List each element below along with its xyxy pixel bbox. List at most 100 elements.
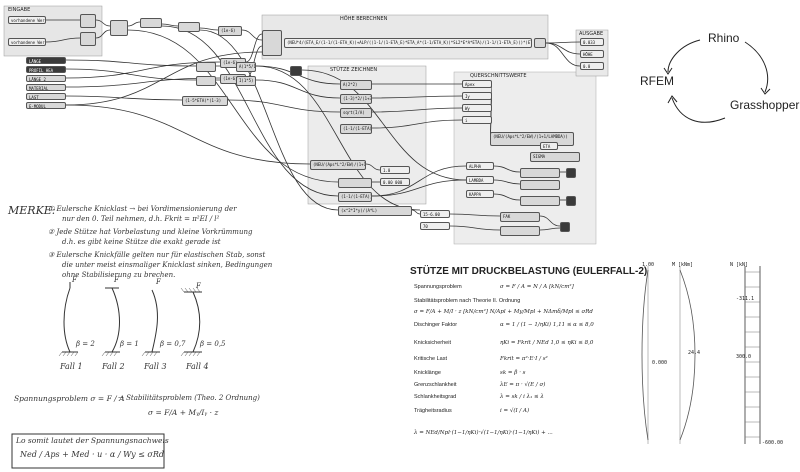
height-output-port[interactable] (534, 38, 546, 48)
doc-row-label: Knicklänge (414, 370, 441, 376)
merge-node-2[interactable] (80, 32, 96, 46)
doc-row-formula: sk = β · s (500, 370, 526, 376)
note-line3c: ohne Stabilisierung zu brechen. (62, 271, 176, 279)
slider-emodul[interactable]: E-MODUL (26, 102, 66, 109)
sec-apex[interactable]: Apex (462, 80, 492, 88)
sec-toggle-1[interactable] (566, 168, 576, 178)
col-node-b[interactable]: A(1*5/1) (236, 62, 256, 72)
col-node-e[interactable]: (1-5*ETA)*(1-3) (182, 96, 228, 106)
toggle-node[interactable] (290, 66, 302, 76)
merge-node-1[interactable] (80, 14, 96, 28)
output-height[interactable]: HÖHE (580, 50, 604, 58)
doc-row-label: Knicksicherheit (414, 340, 451, 346)
col-expr-5[interactable]: (NEU/(Aps*L^2/EW)/(1+1/LAMBDA)) (310, 160, 366, 170)
param-node-1[interactable] (140, 18, 162, 28)
wire (301, 69, 467, 181)
group-section-label: QUERSCHNITTSWERTE (470, 73, 527, 79)
height-formula[interactable]: (NEU*4/(ETA_E/(1-1/(1-ETA_K))+ALP/((1-1/… (284, 38, 532, 48)
wire (539, 215, 561, 227)
rfem-value-1: 24.4 (688, 350, 701, 356)
output-value[interactable]: 0.033 (580, 38, 604, 46)
sec-i[interactable]: i (462, 116, 492, 124)
rfem-value-2: 0.000 (652, 360, 668, 366)
group-output-label: AUSGABE (579, 31, 604, 37)
list-node[interactable] (110, 20, 128, 36)
sec-eta[interactable]: ETA (540, 142, 558, 150)
sec-iy[interactable]: Iy (462, 92, 492, 100)
col-val-4[interactable]: 70 (420, 222, 450, 230)
input-panel-1[interactable]: vorhandene Werte (8, 16, 46, 24)
col-expr-1[interactable]: A(2*2) (340, 80, 372, 90)
col-expr-4[interactable]: (1-1/(1-ETA)) (340, 124, 372, 134)
sec-node-a[interactable] (520, 168, 560, 178)
doc-row-label: Stabilitätsproblem nach Theorie II. Ordn… (414, 298, 521, 304)
case3-label: Fall 3 (144, 362, 167, 371)
output-zero[interactable]: 0.0 (580, 62, 604, 70)
formula-box (11, 433, 165, 469)
col-expr-7[interactable]: (1-1/(1-ETA)) (338, 192, 372, 202)
box-line1: Lo somit lautet der Spannungsnachweis (16, 436, 169, 445)
sec-kappa[interactable]: KAPPA (466, 190, 494, 198)
rfem-label-1: 1.00 (642, 262, 655, 268)
slider-profile[interactable]: PROFIL HEA (26, 66, 66, 73)
sec-wy[interactable]: Wy (462, 104, 492, 112)
sec-node-e[interactable] (500, 226, 540, 236)
sec-sigma[interactable]: SIGMA (530, 152, 580, 162)
group-column-label: STÜTZE ZEICHNEN (330, 67, 378, 73)
col-expr-8[interactable]: (x^2*I*y)/(A*L) (338, 206, 412, 216)
sec-toggle-2[interactable] (566, 196, 576, 206)
wire (241, 29, 263, 41)
wire (371, 107, 463, 113)
col-expr-3[interactable]: sqrt(I/A) (340, 108, 372, 118)
wire (65, 104, 311, 165)
sec-formula[interactable]: (NEU/(Aps*L^2/EW)/(1+1/LAMBDA)) (490, 132, 574, 146)
wire (493, 193, 521, 201)
wire (449, 225, 501, 231)
euler-cases (62, 282, 202, 353)
note-line2b: d.h. es gibt keine Stütze die exakt gera… (62, 238, 221, 246)
doc-row-formula: ηKi = Fkrit / NEd 1,0 ≤ ηKi ≤ 8,0 (500, 340, 594, 346)
case4-label: Fall 4 (186, 362, 209, 371)
doc-row-label: Spannungsproblem (414, 284, 462, 290)
col-val-2[interactable]: 0.00 000 (380, 178, 410, 186)
wire (95, 29, 111, 39)
col-node-c[interactable] (196, 76, 216, 86)
group-height-bg (261, 14, 549, 60)
rfem-value-3: 300.0 (736, 354, 752, 360)
height-inputs[interactable] (262, 30, 282, 56)
case2-f: F (114, 276, 119, 284)
expr-node-1[interactable]: (1e-6) (218, 26, 242, 36)
wire (161, 25, 339, 197)
sec-toggle-3[interactable] (560, 222, 570, 232)
sec-lambda[interactable]: LAMBDA (466, 176, 494, 184)
col-expr-2[interactable]: (1-3)*2/(1+3) (340, 94, 372, 104)
slider-material[interactable]: MATERIAL (26, 84, 66, 91)
case1-beta: β = 2 (76, 340, 95, 348)
wire (545, 42, 581, 55)
col-val-3[interactable]: 15-6.00 (420, 210, 450, 218)
rfem-label-2: M [kNm] (672, 262, 694, 268)
sec-alpha[interactable]: ALPHA (466, 162, 494, 170)
slider-length2[interactable]: LÄNGE 2 (26, 75, 66, 82)
wire (65, 59, 197, 67)
wire (545, 42, 581, 67)
col-val-1[interactable]: 1.0 (380, 166, 410, 174)
slider-load[interactable]: LAST (26, 93, 66, 100)
sec-node-d[interactable]: FAK (500, 212, 540, 222)
param-node-2[interactable] (178, 22, 200, 32)
wire (245, 33, 263, 63)
wire (493, 165, 521, 173)
note-line3b: die unter meist einsmaliger Knicklast si… (62, 261, 273, 269)
sec-node-b[interactable] (520, 180, 560, 190)
col-node-d[interactable]: I(1*5) (236, 76, 256, 86)
wire (371, 179, 467, 197)
doc-row-formula: Fkrit = π²·E·I / s² (500, 356, 548, 362)
note-stab2: → Stabilitätsproblem (Theo. 2 Ordnung) (118, 394, 260, 402)
input-panel-2[interactable]: vorhandene Werte (8, 38, 46, 46)
slider-length[interactable]: LÄNGE (26, 57, 66, 64)
col-expr-6[interactable] (338, 178, 372, 188)
sec-node-c[interactable] (520, 196, 560, 206)
col-node-a[interactable] (196, 62, 216, 72)
wire (161, 23, 179, 27)
wire (65, 95, 183, 101)
